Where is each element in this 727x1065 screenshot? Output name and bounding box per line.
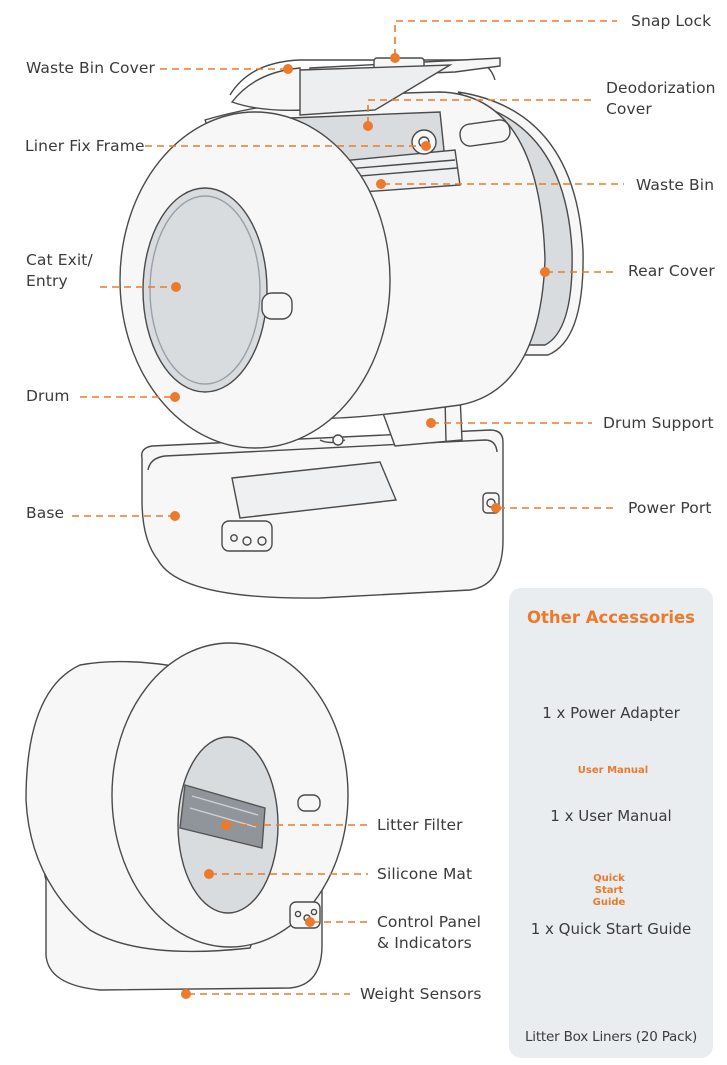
label-base: Base	[26, 504, 65, 522]
label-deodorization-cover: Deodorization Cover	[606, 79, 716, 118]
label-waste-bin: Waste Bin	[636, 176, 715, 194]
label-control-panel: Control Panel & Indicators	[377, 913, 482, 952]
label-snap-lock: Snap Lock	[631, 12, 712, 30]
label-silicone-mat: Silicone Mat	[377, 865, 473, 883]
quick-start-cover-text: Quick Start Guide	[592, 873, 626, 908]
label-weight-sensors: Weight Sensors	[360, 985, 482, 1003]
user-manual-cover-text: User Manual	[577, 765, 649, 776]
label-rear-cover: Rear Cover	[628, 262, 715, 280]
label-drum-support: Drum Support	[603, 414, 714, 432]
accessories-panel: Other Accessories 1 x Power Adapter 1 x …	[509, 588, 713, 1058]
base-shape	[141, 429, 504, 599]
label-litter-filter: Litter Filter	[377, 816, 463, 834]
accessory-user-manual-label: 1 x User Manual	[550, 807, 672, 825]
label-waste-bin-cover: Waste Bin Cover	[26, 59, 156, 77]
accessory-liners-label: Litter Box Liners (20 Pack)	[524, 1029, 698, 1045]
label-drum: Drum	[26, 387, 70, 405]
main-unit-illustration	[119, 57, 584, 599]
label-liner-fix-frame: Liner Fix Frame	[25, 137, 145, 155]
accessories-title: Other Accessories	[526, 608, 696, 627]
front-ring-shape	[119, 111, 391, 449]
accessory-quick-start-label: 1 x Quick Start Guide	[530, 920, 692, 938]
side-view-unit-illustration	[25, 642, 349, 991]
accessory-power-adapter-label: 1 x Power Adapter	[542, 704, 680, 722]
label-cat-exit-entry: Cat Exit/ Entry	[26, 251, 93, 290]
leader-lines	[72, 20, 624, 999]
label-power-port: Power Port	[628, 499, 712, 517]
